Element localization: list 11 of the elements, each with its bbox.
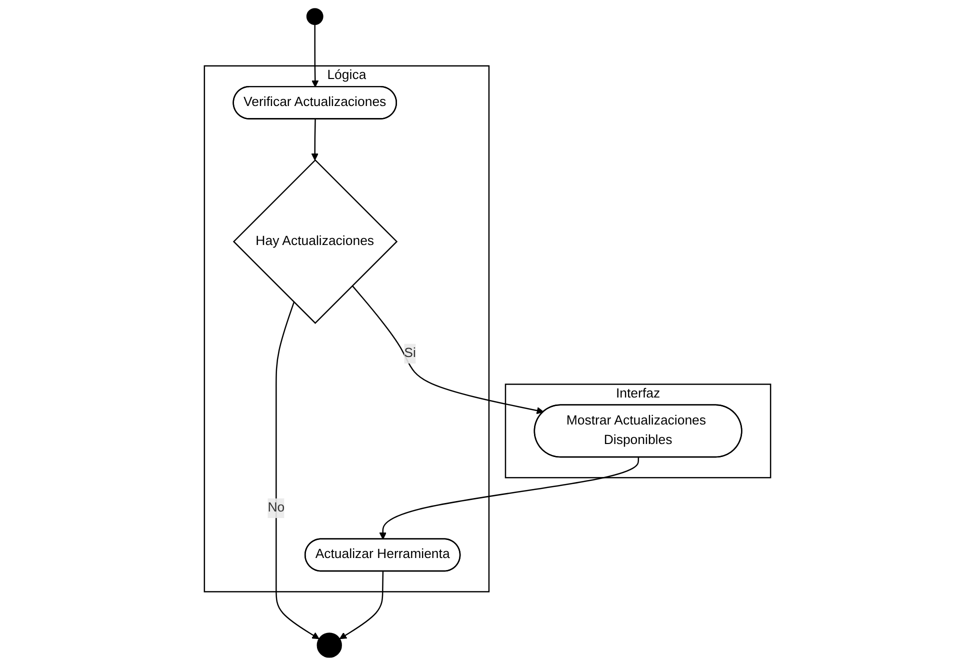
edge-label: No	[267, 500, 284, 515]
node-diamond: Hay Actualizaciones	[232, 159, 398, 324]
arrow	[275, 302, 319, 640]
edge-label: Si	[404, 346, 416, 360]
arrow	[338, 571, 384, 640]
arrow	[378, 457, 639, 540]
arrow	[351, 285, 544, 414]
arrow	[311, 24, 318, 88]
node-circle	[306, 8, 323, 25]
node-circle	[316, 632, 342, 658]
arrow	[310, 119, 318, 160]
